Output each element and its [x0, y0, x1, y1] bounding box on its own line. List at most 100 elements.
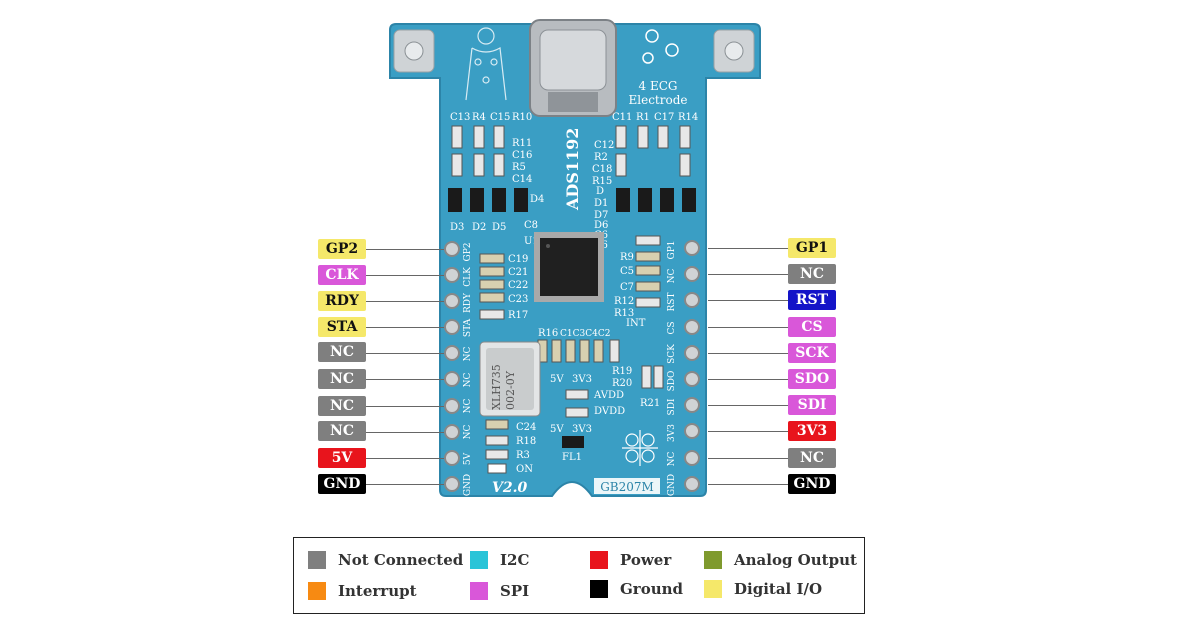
left-silk-2: RDY — [463, 292, 473, 313]
legend-label: Not Connected — [338, 551, 464, 569]
right-silk-4: SCK — [667, 344, 677, 364]
pin-label-nc: NC — [788, 448, 836, 468]
body-outline-icon — [465, 27, 507, 101]
silk-r5: R5 — [512, 162, 526, 173]
silk-c12: C12 — [594, 140, 614, 151]
left-header-pads — [444, 241, 460, 492]
chip-name-label: ADS1192 — [563, 128, 582, 211]
pin-leader-line — [366, 353, 444, 354]
pad-left-10 — [444, 476, 460, 492]
pin-color-legend: Not Connected I2C Power Analog Output In… — [293, 537, 865, 614]
silk-c15: C15 — [490, 112, 510, 123]
pin-leader-line — [708, 353, 788, 354]
silk-c5: C5 — [620, 266, 634, 277]
pin-label-sck: SCK — [788, 343, 836, 363]
pin-leader-line — [708, 327, 788, 328]
left-silk-8: 5V — [463, 452, 473, 465]
pad-right-1 — [684, 240, 700, 256]
silk-5v-b: 5V — [550, 424, 564, 435]
legend-swatch — [704, 580, 722, 598]
electrode-label-line2: Electrode — [629, 93, 688, 107]
silk-avdd: AVDD — [593, 390, 624, 401]
pin-label-nc: NC — [318, 369, 366, 389]
silk-r1: R1 — [636, 112, 650, 123]
mounting-hole-left — [393, 29, 435, 73]
silk-d1: D1 — [594, 198, 608, 209]
legend-label: Interrupt — [338, 582, 417, 600]
silk-c11: C11 — [612, 112, 632, 123]
module-board: 4 ECG Electrode C13 R4 C15 R10 R11 C16 R… — [389, 19, 761, 497]
pad-right-7 — [684, 397, 700, 413]
pad-right-2 — [684, 266, 700, 282]
silk-r14: R14 — [678, 112, 698, 123]
legend-label: SPI — [500, 582, 530, 600]
legend-swatch — [590, 580, 608, 598]
right-silk-5: SDO — [667, 371, 677, 392]
pin-label-cs: CS — [788, 317, 836, 337]
pin-label-nc: NC — [318, 396, 366, 416]
pin-leader-line — [708, 248, 788, 249]
pin-leader-line — [366, 301, 444, 302]
pin-label-gp1: GP1 — [788, 238, 836, 258]
silk-r13: R13 — [614, 308, 634, 319]
legend-swatch — [704, 551, 722, 569]
pad-right-3 — [684, 292, 700, 308]
pin-label-3v3: 3V3 — [788, 421, 836, 441]
pad-left-7 — [444, 398, 460, 414]
top-components — [448, 125, 696, 212]
silk-c22: C22 — [508, 280, 528, 291]
pin-leader-line — [708, 379, 788, 380]
pad-left-5 — [444, 345, 460, 361]
pin-label-sdo: SDO — [788, 369, 836, 389]
mid-components — [479, 235, 664, 474]
legend-swatch — [308, 551, 326, 569]
left-silk-5: NC — [463, 373, 473, 388]
pin-leader-line — [366, 484, 444, 485]
pad-right-4 — [684, 319, 700, 335]
right-silk-7: 3V3 — [667, 424, 677, 442]
left-silk-9: GND — [463, 474, 473, 496]
pad-right-9 — [684, 450, 700, 466]
silk-r10: R10 — [512, 112, 532, 123]
left-silk-3: STA — [463, 318, 473, 337]
pad-left-6 — [444, 371, 460, 387]
pin-label-5v: 5V — [318, 448, 366, 468]
pad-right-5 — [684, 345, 700, 361]
silk-r4: R4 — [472, 112, 486, 123]
silk-r21: R21 — [640, 398, 660, 409]
pin-label-gnd: GND — [318, 474, 366, 494]
silk-d: D — [596, 186, 604, 197]
pin-label-sta: STA — [318, 317, 366, 337]
right-silk-3: CS — [667, 321, 677, 334]
silk-r9: R9 — [620, 252, 634, 263]
pad-right-8 — [684, 423, 700, 439]
silk-c23: C23 — [508, 294, 528, 305]
pin-leader-line — [708, 274, 788, 275]
pin-leader-line — [366, 327, 444, 328]
silk-d6: D6 — [594, 220, 608, 231]
silk-int: INT — [626, 318, 646, 329]
legend-label: Analog Output — [734, 551, 857, 569]
pad-left-9 — [444, 450, 460, 466]
silk-dvdd: DVDD — [594, 406, 625, 417]
silk-c19: C19 — [508, 254, 528, 265]
pad-left-8 — [444, 424, 460, 440]
maker-logo-icon — [622, 430, 658, 466]
pin-label-nc: NC — [318, 342, 366, 362]
pin-leader-line — [366, 379, 444, 380]
silk-r18: R18 — [516, 436, 536, 447]
silk-c13: C13 — [450, 112, 470, 123]
left-silk-1: CLK — [463, 267, 473, 287]
pad-left-4 — [444, 319, 460, 335]
silk-c16: C16 — [512, 150, 532, 161]
pin-leader-line — [708, 405, 788, 406]
pin-label-rdy: RDY — [318, 291, 366, 311]
pin-label-gp2: GP2 — [318, 239, 366, 259]
left-silk-6: NC — [463, 399, 473, 414]
electrode-label-line1: 4 ECG — [639, 79, 678, 93]
pad-left-1 — [444, 241, 460, 257]
silk-fl1: FL1 — [562, 452, 582, 463]
pin-label-nc: NC — [318, 421, 366, 441]
pad-left-3 — [444, 293, 460, 309]
pin-leader-line — [366, 406, 444, 407]
